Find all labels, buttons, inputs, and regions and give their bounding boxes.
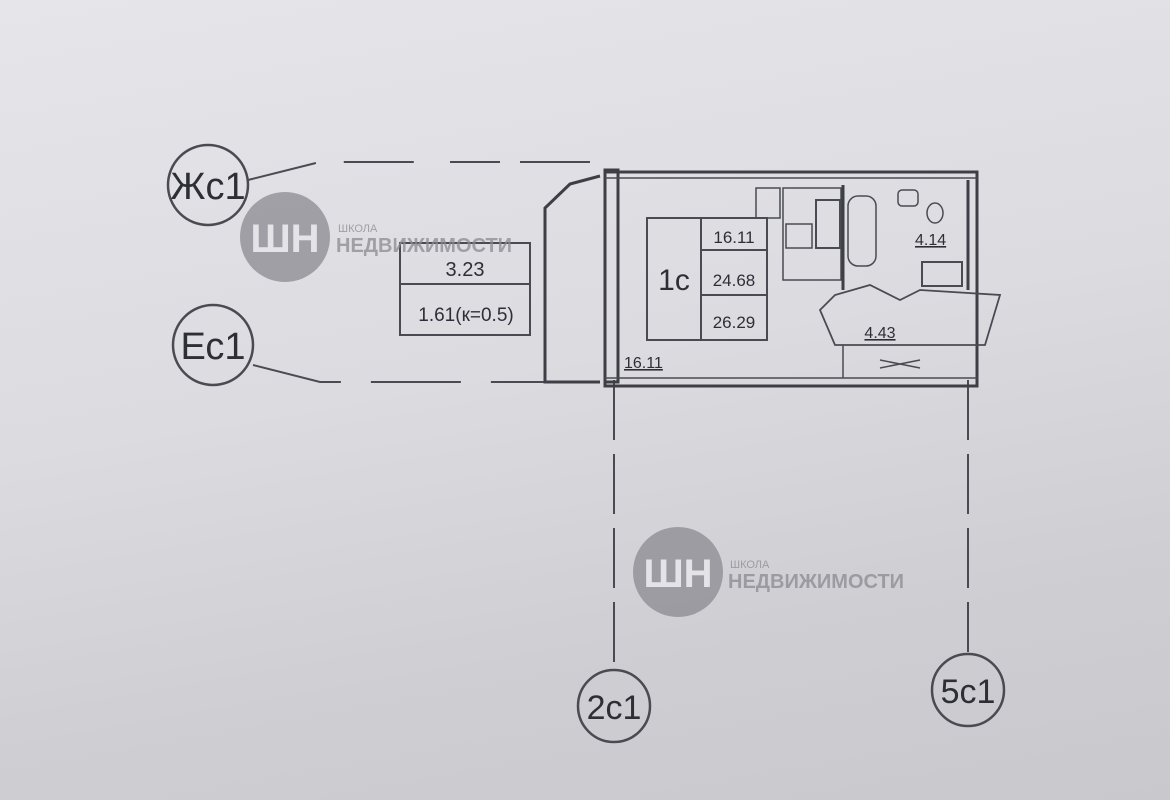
axis-marker-zh: Жс1 (166, 143, 600, 227)
apartment-type: 1с (658, 264, 690, 297)
washbasin-icon (897, 189, 919, 207)
watermark-top: ШН ШКОЛА НЕДВИЖИМОСТИ (240, 192, 512, 282)
axis-marker-e: Ес1 (171, 303, 600, 387)
washing-machine-icon (921, 261, 963, 287)
axis-marker-5: 5с1 (930, 380, 1006, 728)
sink-icon (785, 223, 813, 249)
apartment: 4.14 4.43 1с 16.11 24.68 26.29 16.11 (603, 170, 1002, 388)
axis-label-2: 2с1 (587, 689, 642, 727)
watermark-line2: НЕДВИЖИМОСТИ (728, 571, 904, 593)
bathroom-area: 4.14 (915, 232, 946, 249)
axis-label-e: Ес1 (180, 326, 245, 368)
watermark-line1: ШКОЛА (730, 559, 770, 571)
bathtub-icon (847, 195, 877, 267)
watermark-line1: ШКОЛА (338, 223, 378, 235)
living-room-area: 16.11 (624, 355, 663, 372)
balcony: 3.23 1.61(к=0.5) (399, 168, 620, 384)
watermark-line2: НЕДВИЖИМОСТИ (336, 235, 512, 257)
toilet-icon (926, 202, 944, 224)
total-with-balcony: 26.29 (713, 313, 756, 332)
axis-label-5: 5с1 (941, 673, 996, 711)
axis-marker-2: 2с1 (576, 380, 652, 744)
watermark-logo: ШН (643, 552, 712, 596)
watermark-logo: ШН (250, 217, 319, 261)
axis-label-zh: Жс1 (170, 166, 245, 208)
balcony-area: 3.23 (446, 259, 485, 281)
stove-icon (755, 187, 781, 219)
watermark-center: ШН ШКОЛА НЕДВИЖИМОСТИ (633, 527, 904, 617)
hallway-area: 4.43 (864, 325, 895, 342)
total-area: 24.68 (713, 271, 756, 290)
balcony-reduced-area: 1.61(к=0.5) (418, 305, 513, 326)
living-area: 16.11 (713, 228, 754, 247)
fridge-icon (815, 199, 841, 249)
